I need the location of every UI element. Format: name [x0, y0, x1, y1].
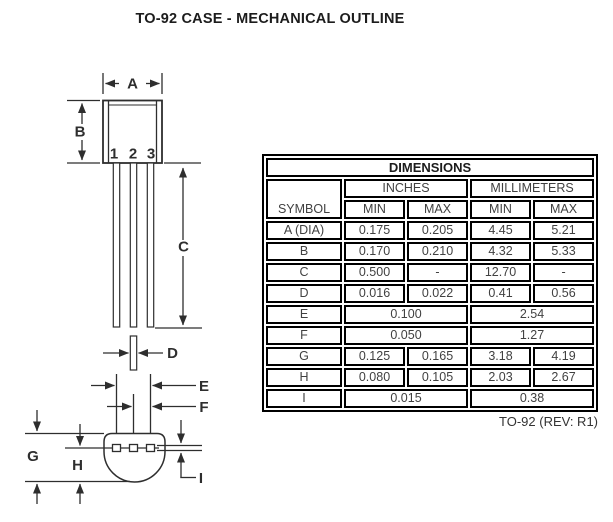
- cell-symbol: G: [266, 347, 342, 366]
- cell-mm-min: 4.45: [470, 221, 531, 240]
- cell-in-min: 0.170: [344, 242, 405, 261]
- dim-label-d: D: [167, 345, 178, 362]
- mechanical-outline-drawing: 1 2 3 A B C D E F G H I: [25, 73, 209, 504]
- front-view-leads: [112, 162, 155, 328]
- cell-symbol: B: [266, 242, 342, 261]
- dim-label-a: A: [127, 76, 138, 93]
- cell-in-value: 0.100: [344, 305, 468, 324]
- cell-symbol: F: [266, 326, 342, 345]
- cell-mm-max: 2.67: [533, 368, 595, 387]
- cell-in-max: 0.165: [407, 347, 468, 366]
- col-header-symbol: SYMBOL: [266, 179, 342, 219]
- table-row: D 0.016 0.022 0.41 0.56: [266, 284, 595, 303]
- cell-mm-min: 0.41: [470, 284, 531, 303]
- col-header-mm-max: MAX: [533, 200, 595, 219]
- dim-label-h: H: [72, 457, 83, 474]
- cell-mm-max: 0.56: [533, 284, 595, 303]
- cell-mm-value: 0.38: [470, 389, 595, 408]
- cell-symbol: C: [266, 263, 342, 282]
- dimensions-table: DIMENSIONS SYMBOL INCHES MILLIMETERS MIN…: [262, 154, 599, 412]
- table-row: G 0.125 0.165 3.18 4.19: [266, 347, 595, 366]
- col-header-mm-min: MIN: [470, 200, 531, 219]
- table-title: DIMENSIONS: [266, 158, 595, 177]
- dim-a: [102, 73, 163, 94]
- bottom-view-pins: [111, 443, 156, 453]
- cell-in-min: 0.125: [344, 347, 405, 366]
- dimensions-table-area: DIMENSIONS SYMBOL INCHES MILLIMETERS MIN…: [262, 154, 599, 429]
- cell-in-min: 0.016: [344, 284, 405, 303]
- dim-c: [155, 162, 202, 329]
- bottom-view-body: [65, 432, 202, 483]
- cell-mm-max: 5.21: [533, 221, 595, 240]
- cell-mm-max: 4.19: [533, 347, 595, 366]
- col-header-in-max: MAX: [407, 200, 468, 219]
- cell-mm-min: 2.03: [470, 368, 531, 387]
- front-view-body: [102, 99, 163, 164]
- dim-label-g: G: [27, 448, 39, 465]
- cell-mm-min: 4.32: [470, 242, 531, 261]
- table-row: A (DIA) 0.175 0.205 4.45 5.21: [266, 221, 595, 240]
- cell-symbol: D: [266, 284, 342, 303]
- group-header-millimeters: MILLIMETERS: [470, 179, 595, 198]
- dim-g: [25, 410, 130, 504]
- table-row: I 0.015 0.38: [266, 389, 595, 408]
- cell-in-min: 0.080: [344, 368, 405, 387]
- pin-number-3: 3: [147, 146, 155, 163]
- cell-mm-max: 5.33: [533, 242, 595, 261]
- dim-b: [67, 99, 100, 164]
- cell-mm-min: 12.70: [470, 263, 531, 282]
- table-row: C 0.500 - 12.70 -: [266, 263, 595, 282]
- cell-in-min: 0.175: [344, 221, 405, 240]
- pin-number-2: 2: [129, 146, 137, 163]
- cell-in-max: 0.105: [407, 368, 468, 387]
- dim-label-i: I: [199, 470, 203, 487]
- dim-label-b: B: [75, 124, 86, 141]
- dim-label-f: F: [199, 399, 208, 416]
- cell-in-max: 0.022: [407, 284, 468, 303]
- cell-in-value: 0.015: [344, 389, 468, 408]
- table-row: H 0.080 0.105 2.03 2.67: [266, 368, 595, 387]
- page-title: TO-92 CASE - MECHANICAL OUTLINE: [135, 11, 405, 27]
- table-footnote: TO-92 (REV: R1): [499, 414, 598, 429]
- cell-in-max: -: [407, 263, 468, 282]
- group-header-inches: INCHES: [344, 179, 468, 198]
- col-header-in-min: MIN: [344, 200, 405, 219]
- table-row: E 0.100 2.54: [266, 305, 595, 324]
- cell-symbol: E: [266, 305, 342, 324]
- cell-symbol: A (DIA): [266, 221, 342, 240]
- dim-label-c: C: [178, 239, 189, 256]
- cell-mm-value: 1.27: [470, 326, 595, 345]
- cell-in-max: 0.205: [407, 221, 468, 240]
- pin-number-1: 1: [110, 146, 118, 163]
- cell-mm-max: -: [533, 263, 595, 282]
- dim-label-e: E: [199, 378, 209, 395]
- cell-mm-min: 3.18: [470, 347, 531, 366]
- cell-in-max: 0.210: [407, 242, 468, 261]
- dim-i: [177, 420, 196, 479]
- cell-in-value: 0.050: [344, 326, 468, 345]
- cell-mm-value: 2.54: [470, 305, 595, 324]
- table-row: F 0.050 1.27: [266, 326, 595, 345]
- table-row: B 0.170 0.210 4.32 5.33: [266, 242, 595, 261]
- cell-symbol: H: [266, 368, 342, 387]
- cell-in-min: 0.500: [344, 263, 405, 282]
- dim-d: [103, 335, 163, 371]
- cell-symbol: I: [266, 389, 342, 408]
